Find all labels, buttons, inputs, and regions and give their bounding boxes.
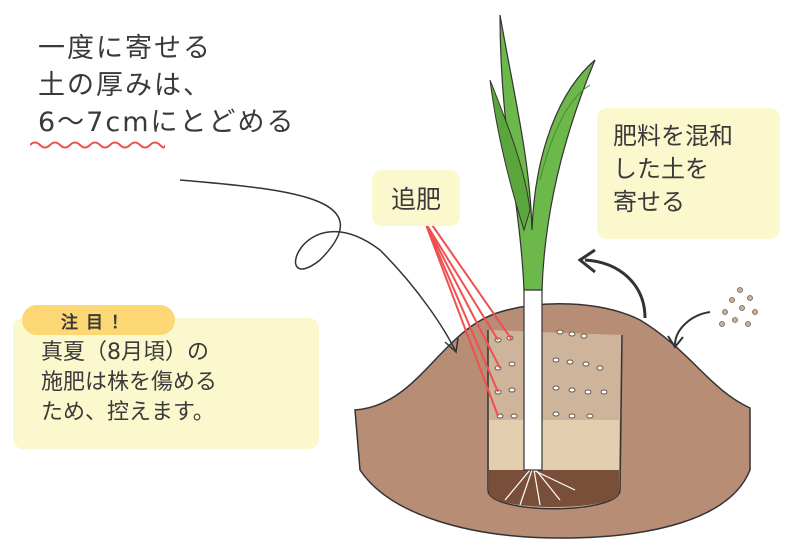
headline-line-3: 6〜7cmにとどめる <box>38 107 296 138</box>
note-line-2: 施肥は株を傷める <box>41 370 218 395</box>
straw-layer <box>489 420 619 470</box>
note-line-3: ため、控えます。 <box>41 400 215 425</box>
mound-arrow <box>584 258 647 319</box>
headline-line-1: 一度に寄せる <box>38 33 212 64</box>
mixed-soil-callout: 肥料を混和 した土を 寄せる <box>597 108 780 239</box>
callout-line-2: した土を <box>613 155 709 183</box>
roots <box>504 469 576 506</box>
callout-line-3: 寄せる <box>613 188 685 216</box>
attention-badge: 注目！ <box>22 305 175 335</box>
fertilizer-granules <box>719 287 758 327</box>
tsuihi-label: 追肥 <box>372 170 460 226</box>
callout-line-1: 肥料を混和 <box>613 122 733 150</box>
tsuihi-pointer-lines <box>424 221 513 417</box>
tsuihi-text: 追肥 <box>390 185 441 214</box>
note-callout: 真夏（8月頃）の 施肥は株を傷める ため、控えます。 <box>13 318 319 449</box>
note-line-1: 真夏（8月頃）の <box>41 340 209 365</box>
leek-stalk <box>523 279 543 471</box>
headline-text: 一度に寄せる 土の厚みは、 6〜7cmにとどめる <box>38 30 296 141</box>
lower-fertilizer-layer <box>489 470 619 507</box>
fertilizer-arrow <box>674 311 711 346</box>
red-wavy-underline <box>30 141 165 149</box>
curve-arrow <box>179 179 456 351</box>
headline-line-2: 土の厚みは、 <box>38 70 212 101</box>
fertilizer-dots <box>494 329 608 419</box>
